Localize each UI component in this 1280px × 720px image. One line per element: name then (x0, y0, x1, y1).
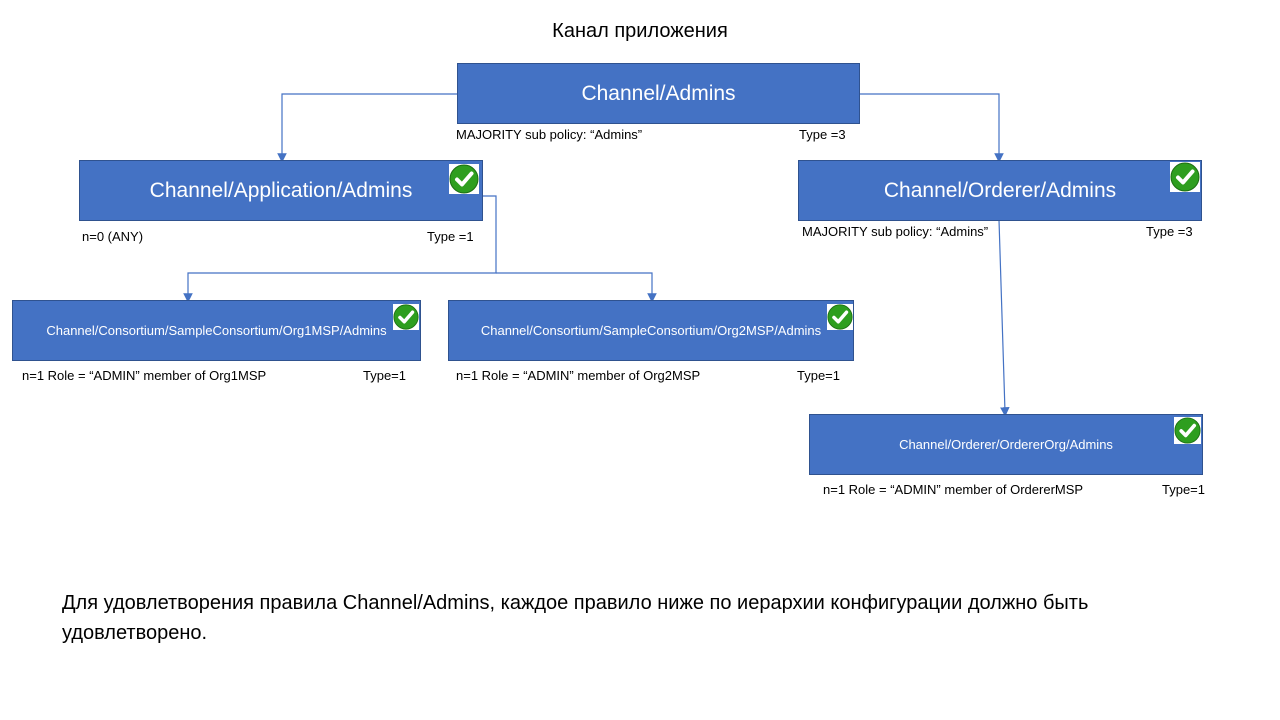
type-note: Type=1 (363, 368, 407, 383)
type-note: Type=1 (797, 368, 841, 383)
connector-app-org2 (496, 272, 657, 303)
node-label: Channel/Consortium/SampleConsortium/Org1… (46, 323, 387, 338)
policy-note: n=1 Role = “ADMIN” member of Org2MSP (456, 368, 701, 383)
type-note: Type =1 (427, 229, 474, 244)
org2msp-admins-node: Channel/Consortium/SampleConsortium/Org2… (448, 300, 854, 361)
connector-orderer-ordererorg (998, 219, 1010, 417)
green-checkmark-icon (1170, 162, 1200, 192)
policy-note: n=1 Role = “ADMIN” member of Org1MSP (22, 368, 267, 383)
policy-note: MAJORITY sub policy: “Admins” (802, 224, 989, 239)
policy-note: MAJORITY sub policy: “Admins” (456, 127, 643, 142)
type-note: Type =3 (799, 127, 846, 142)
channel-admins-node: Channel/Admins (457, 63, 860, 124)
green-checkmark-icon (449, 164, 479, 194)
connector-root-app (277, 93, 458, 163)
node-label: Channel/Orderer/Admins (883, 178, 1117, 202)
org1msp-admins-node: Channel/Consortium/SampleConsortium/Org1… (12, 300, 421, 361)
ordererorg-admins-node: Channel/Orderer/OrdererOrg/Admins (809, 414, 1203, 475)
footer-text: Для удовлетворения правила Channel/Admin… (62, 592, 1089, 644)
node-label: Channel/Consortium/SampleConsortium/Org2… (480, 323, 822, 338)
channel-orderer-admins-node: Channel/Orderer/Admins (798, 160, 1202, 221)
node-label: Channel/Admins (581, 81, 736, 105)
node-label: Channel/Application/Admins (149, 178, 413, 202)
type-note: Type =3 (1146, 224, 1193, 239)
diagram-title: Канал приложения (552, 20, 728, 42)
policy-note: n=1 Role = “ADMIN” member of OrdererMSP (823, 482, 1084, 497)
policy-note: n=0 (ANY) (82, 229, 144, 244)
connector-root-orderer (859, 93, 1004, 163)
green-checkmark-icon (1174, 417, 1201, 444)
channel-application-admins-node: Channel/Application/Admins (79, 160, 483, 221)
green-checkmark-icon (393, 304, 419, 330)
type-note: Type=1 (1162, 482, 1206, 497)
green-checkmark-icon (827, 304, 853, 330)
node-label: Channel/Orderer/OrdererOrg/Admins (899, 437, 1113, 452)
